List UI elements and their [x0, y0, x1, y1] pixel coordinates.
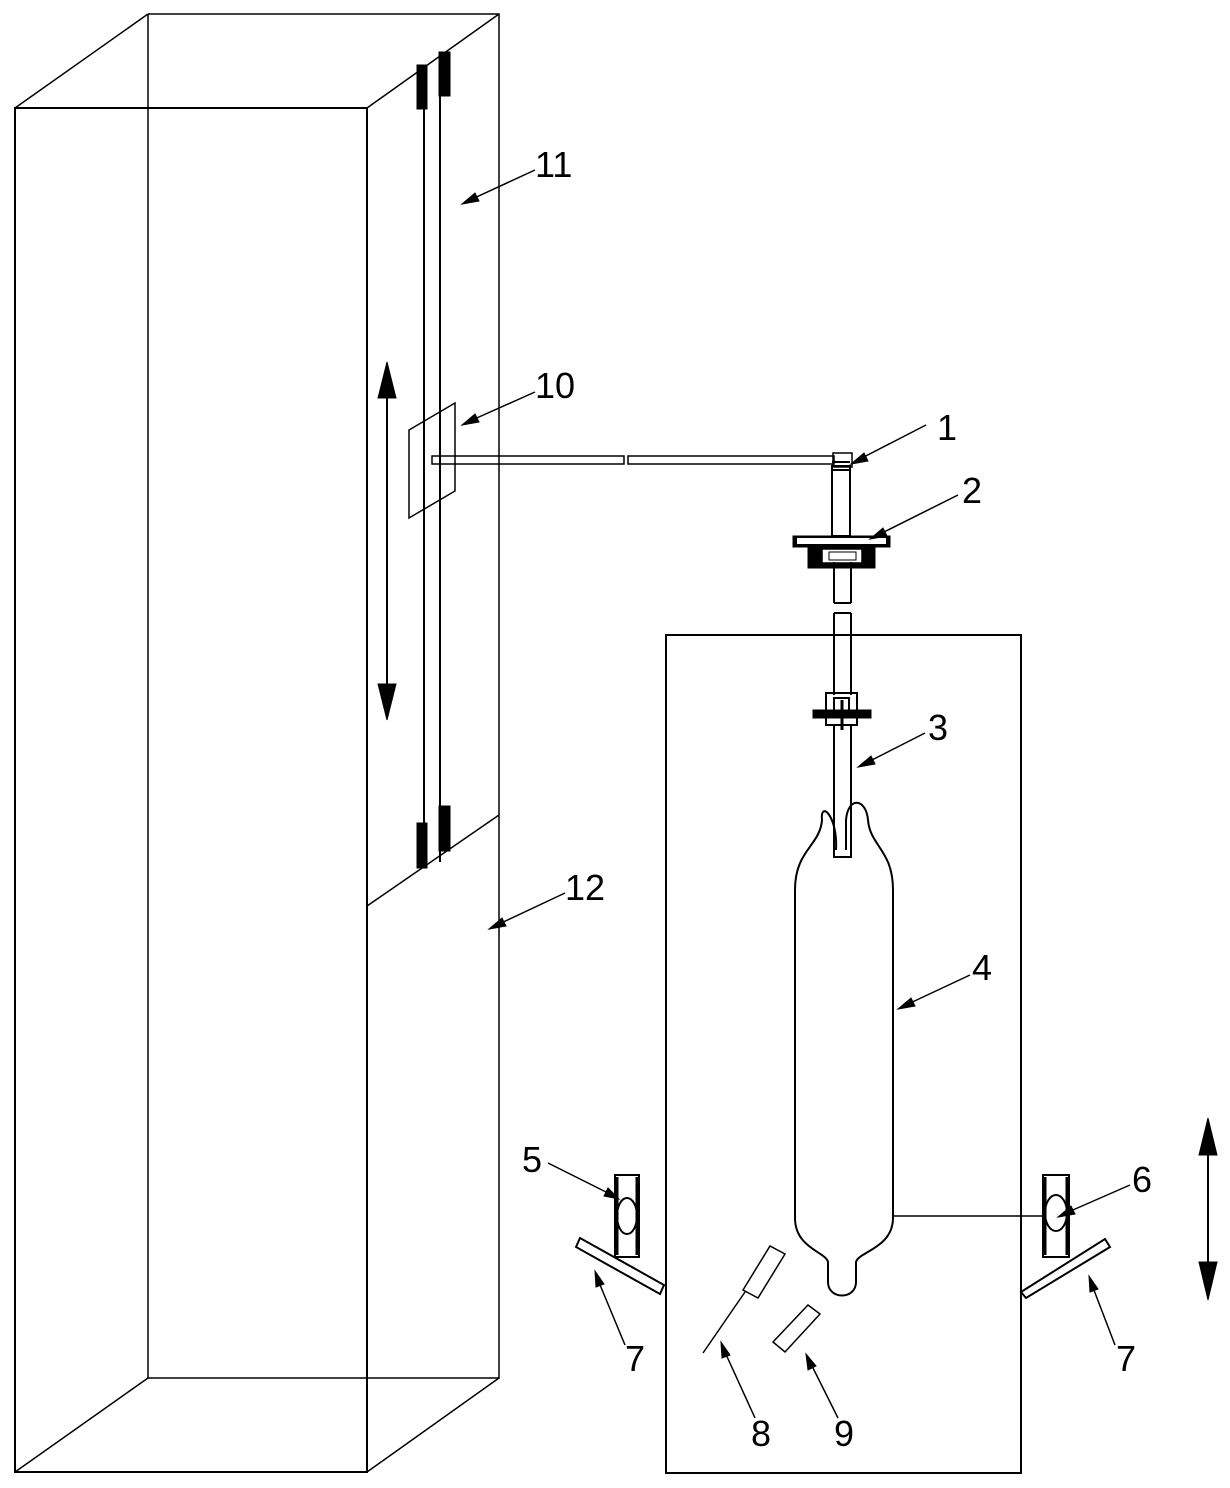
- probe-wire: [702, 1291, 746, 1354]
- crystal-ingot: [794, 801, 894, 1297]
- label-5: 5: [522, 1139, 542, 1180]
- column-front-face: [14, 107, 368, 1473]
- slider-block: [408, 401, 456, 520]
- left-base-plate: [574, 1236, 666, 1296]
- flange-mount: [792, 535, 891, 569]
- label-8: 8: [751, 1413, 771, 1454]
- label-1: 1: [937, 407, 957, 448]
- label-7-left: 7: [625, 1338, 645, 1379]
- horizontal-arm: [431, 452, 853, 468]
- right-base-plate: [1019, 1237, 1112, 1300]
- column-back-face: [147, 13, 500, 1379]
- right-sensor-bracket: [1019, 1174, 1112, 1300]
- vertical-motion-arrow-left: [377, 361, 397, 721]
- label-3: 3: [928, 707, 948, 748]
- shaft: [833, 562, 852, 695]
- leader-lines: [460, 169, 1131, 1419]
- tall-column: [14, 13, 500, 1473]
- component-nine: [771, 1303, 822, 1354]
- probe-element: [741, 1245, 787, 1299]
- label-11: 11: [535, 144, 572, 185]
- label-7-right: 7: [1116, 1338, 1136, 1379]
- label-9: 9: [834, 1413, 854, 1454]
- label-2: 2: [962, 470, 982, 511]
- guide-rail: [416, 51, 451, 869]
- label-12: 12: [565, 867, 605, 908]
- left-sensor-bracket: [574, 1174, 666, 1296]
- label-10: 10: [535, 365, 575, 406]
- connector-rod: [831, 461, 851, 537]
- column-division-line: [366, 814, 500, 907]
- coupling: [812, 692, 872, 730]
- left-sensor-lens: [616, 1197, 638, 1235]
- furnace-chamber: [665, 634, 1022, 1474]
- reference-labels: 11 10 1 2 3 4 12 5 6 7 7 8 9: [522, 144, 1152, 1454]
- label-4: 4: [972, 947, 992, 988]
- vertical-motion-arrow-right: [1198, 1117, 1218, 1301]
- label-6: 6: [1132, 1159, 1152, 1200]
